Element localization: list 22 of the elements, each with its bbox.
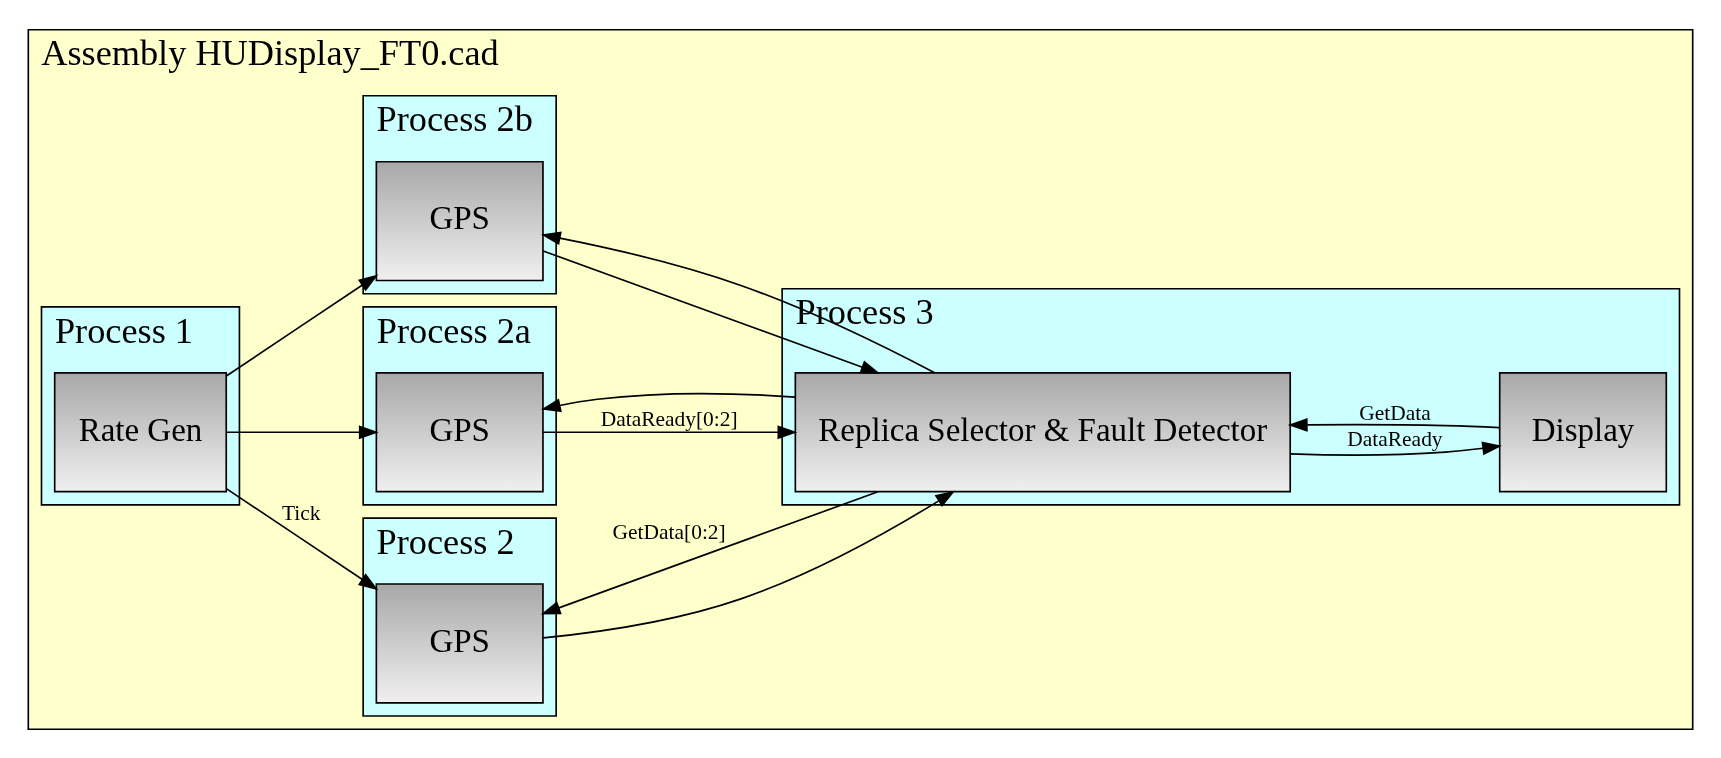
arrow [225, 487, 379, 590]
arrow [540, 490, 879, 614]
arrow [541, 230, 936, 374]
arrow [542, 490, 956, 639]
edge-label: GetData[0:2] [612, 519, 726, 544]
node-box: Display [1498, 371, 1668, 492]
node-box: GPS [375, 160, 544, 281]
edge-label: DataReady [1347, 426, 1443, 451]
node-box: GPS [375, 582, 544, 704]
arrow [225, 273, 379, 377]
arrow [1289, 441, 1502, 456]
edge-label: GetData [1359, 400, 1431, 425]
node-box: Replica Selector & Fault Detector [794, 371, 1292, 492]
node-box: Rate Gen [53, 371, 228, 492]
arrow [542, 424, 798, 439]
arrow [542, 249, 881, 374]
edge-label: Tick [282, 500, 321, 525]
edge-label: DataReady[0:2] [600, 406, 738, 431]
arrow [1287, 417, 1501, 432]
node-box: GPS [375, 371, 544, 492]
arrow [541, 392, 796, 412]
arrow [225, 424, 379, 439]
